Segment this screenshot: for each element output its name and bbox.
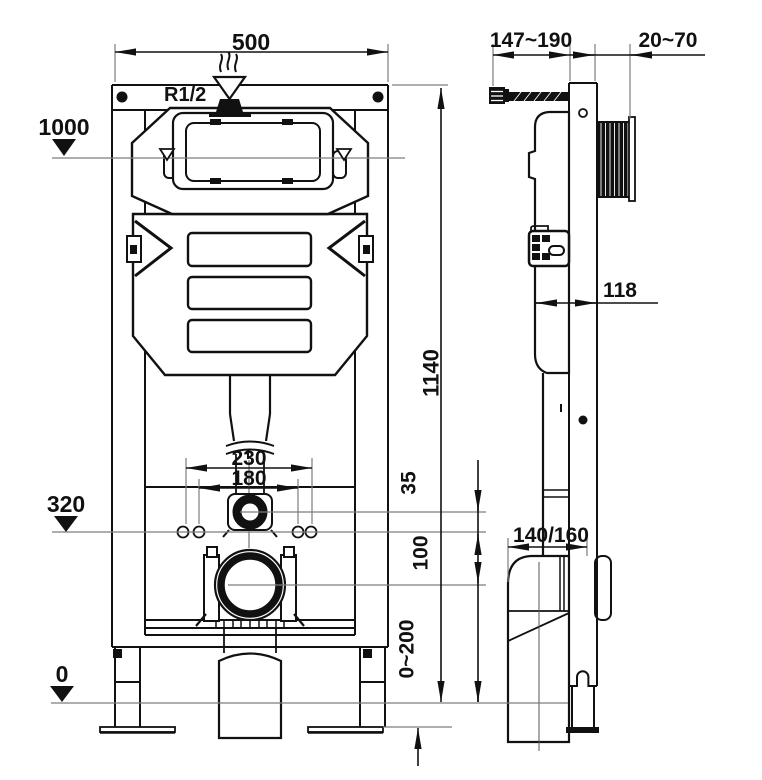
mounting-holes	[176, 525, 318, 539]
dim-foot-range: 0~200	[396, 620, 419, 679]
access-panel	[171, 111, 335, 191]
flush-pipe	[225, 375, 275, 494]
tank-slot	[186, 318, 313, 354]
tank-slot	[186, 231, 313, 268]
cistern-tank	[126, 106, 374, 377]
profile-hole-icon	[578, 108, 588, 118]
datum-mid-level: 320	[47, 491, 85, 517]
datum-marker-icon	[50, 686, 74, 702]
datum-water-level: 1000	[38, 114, 89, 140]
foot-plate-side	[566, 727, 599, 733]
tank-slot	[186, 275, 313, 311]
dim-inlet-offset: 35	[398, 471, 421, 495]
leg-notch	[569, 670, 597, 687]
dim-install-height: 1140	[419, 349, 444, 397]
dim-drain-outlet: 140/160	[513, 524, 589, 547]
side-bracket-chevron	[326, 219, 366, 278]
dim-frame-width: 500	[232, 29, 270, 55]
wall-anchor-rod	[489, 87, 569, 104]
datum-marker-icon	[54, 516, 78, 532]
drain-pipe-clamp	[195, 546, 305, 628]
dim-holes-outer: 230	[231, 447, 266, 470]
anchor-bracket-side	[527, 225, 571, 268]
dim-frame-depth: 118	[603, 279, 637, 302]
clamp-bracket-side	[594, 555, 612, 621]
dim-anchor-depth: 147~190	[490, 29, 572, 52]
dimensions: 500 230 180 1140 35 100 0~200 1000 320 0…	[38, 29, 705, 766]
side-view	[489, 82, 636, 751]
front-view: R1/2	[99, 51, 389, 740]
drain-pipe	[217, 628, 283, 740]
label-supply-thread: R1/2	[164, 84, 206, 106]
side-bracket-chevron	[134, 219, 174, 278]
frame-bolt-hole-icon	[116, 91, 128, 103]
profile-dot-icon	[578, 415, 588, 425]
datum-floor-level: 0	[56, 661, 69, 687]
drain-elbow	[506, 554, 571, 751]
dim-finish-depth: 20~70	[639, 29, 698, 52]
water-level-icon	[335, 148, 353, 162]
flush-plate-housing	[597, 116, 636, 202]
water-level-icon	[158, 148, 176, 162]
dim-holes-inner: 180	[231, 467, 266, 490]
inlet-pipe-clamp	[222, 493, 278, 538]
dim-drain-offset: 100	[410, 535, 433, 570]
frame-bolt-hole-icon	[372, 91, 384, 103]
datum-marker-icon	[52, 139, 76, 156]
flush-pipe-side	[541, 373, 569, 556]
frame-profile-side	[566, 82, 599, 733]
